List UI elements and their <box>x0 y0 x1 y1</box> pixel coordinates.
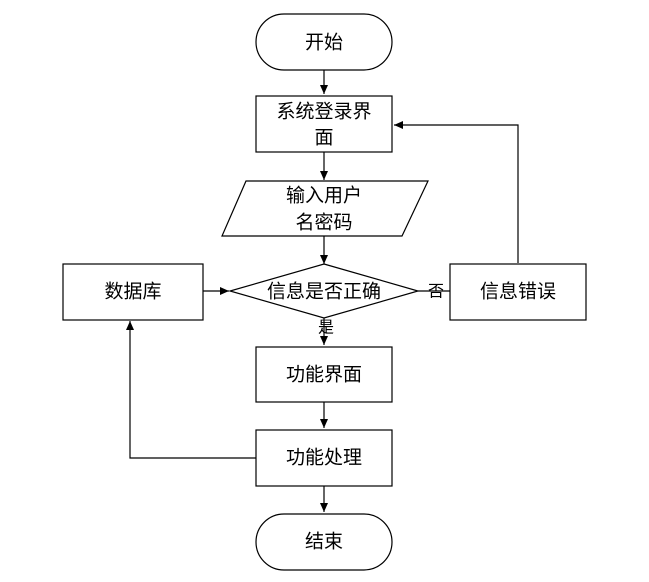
end-terminator-shape <box>255 513 393 571</box>
input-label-line-2: 名密码 <box>295 212 352 234</box>
yes-edge-label: 是 <box>318 318 334 337</box>
error-process-shape <box>449 263 587 321</box>
check-decision-shape <box>227 263 421 319</box>
node-start: 开始 <box>255 13 393 71</box>
node-login: 系统登录界 面 <box>255 95 393 153</box>
node-function-ui: 功能界面 <box>255 346 393 403</box>
node-input: 输入用户 名密码 <box>221 180 429 237</box>
start-terminator-shape <box>255 13 393 71</box>
no-edge-label: 否 <box>428 282 444 301</box>
error-label: 信息错误 <box>480 281 556 303</box>
function-proc-process-shape <box>255 429 393 487</box>
node-check: 信息是否正确 <box>227 263 421 319</box>
function-ui-label: 功能界面 <box>286 364 362 386</box>
connectors <box>126 70 519 512</box>
function-ui-process-shape <box>255 346 393 403</box>
login-label-line-1: 系统登录界 <box>276 101 371 123</box>
database-process-shape <box>62 263 204 321</box>
input-label-line-1: 输入用户 <box>286 185 362 207</box>
edge-function-proc-to-database <box>126 321 256 459</box>
node-function-proc: 功能处理 <box>255 429 393 487</box>
check-label: 信息是否正确 <box>267 281 381 303</box>
start-label: 开始 <box>305 32 343 54</box>
input-io-shape <box>221 180 429 237</box>
node-end: 结束 <box>255 513 393 571</box>
function-proc-label: 功能处理 <box>286 447 362 469</box>
login-label-line-2: 面 <box>314 127 333 149</box>
end-label: 结束 <box>305 531 343 553</box>
edge-error-to-login <box>394 121 519 263</box>
node-database: 数据库 <box>62 263 204 321</box>
database-label: 数据库 <box>104 281 161 303</box>
login-process-shape <box>255 95 393 153</box>
node-error: 信息错误 <box>449 263 587 321</box>
